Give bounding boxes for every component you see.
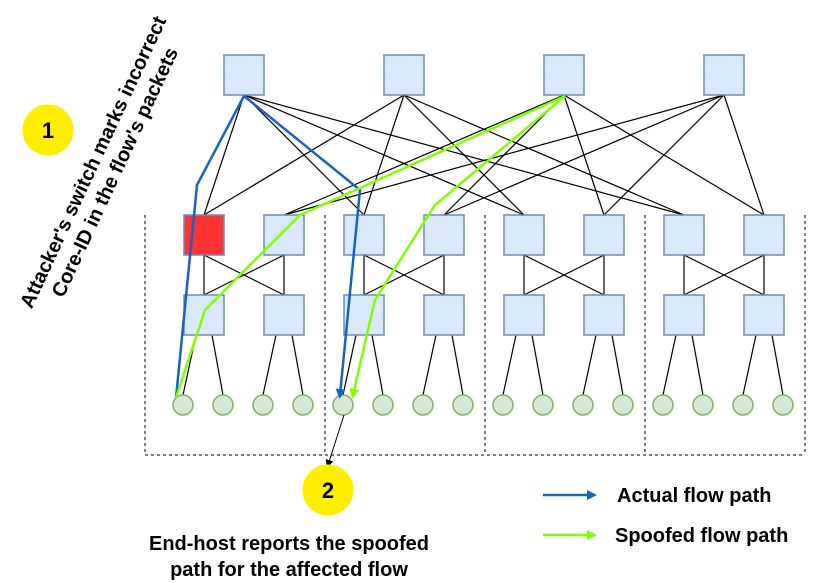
edge-switch bbox=[423, 294, 465, 336]
network-links bbox=[182, 94, 784, 396]
end-host bbox=[492, 394, 514, 416]
core-switch bbox=[543, 54, 585, 96]
agg-edge-link bbox=[683, 254, 765, 296]
spoofed-flow-path bbox=[174, 94, 566, 399]
edge-host-link bbox=[291, 334, 304, 396]
actual-path-segment-up bbox=[174, 95, 246, 399]
edge-host-link bbox=[262, 334, 277, 396]
end-host bbox=[572, 394, 594, 416]
end-host bbox=[332, 394, 354, 416]
end-host bbox=[412, 394, 434, 416]
step-2-badge: 2 bbox=[302, 464, 354, 516]
end-host bbox=[452, 394, 474, 416]
svg-text:2: 2 bbox=[322, 478, 334, 503]
spoofed-path-segment-down bbox=[349, 95, 566, 399]
end-host bbox=[532, 394, 554, 416]
edge-host-link bbox=[502, 334, 517, 396]
end-host bbox=[652, 394, 674, 416]
core-agg-link bbox=[363, 94, 405, 216]
legend-actual-label: Actual flow path bbox=[617, 485, 771, 507]
core-switch bbox=[223, 54, 265, 96]
aggregation-switch bbox=[583, 214, 625, 256]
edge-host-link bbox=[582, 334, 597, 396]
end-host bbox=[692, 394, 714, 416]
legend-spoofed-label: Spoofed flow path bbox=[615, 525, 788, 547]
agg-edge-link bbox=[523, 254, 605, 296]
core-agg-link bbox=[283, 94, 565, 216]
aggregation-switch bbox=[263, 214, 305, 256]
core-agg-link bbox=[443, 94, 725, 216]
pod-boundaries bbox=[144, 215, 806, 456]
core-agg-link bbox=[603, 94, 725, 216]
core-agg-link bbox=[283, 94, 725, 216]
edge-switch bbox=[583, 294, 625, 336]
edge-host-link bbox=[342, 334, 357, 396]
edge-host-link bbox=[662, 334, 677, 396]
edge-host-link bbox=[211, 334, 224, 396]
aggregation-switch bbox=[343, 214, 385, 256]
edge-switch bbox=[503, 294, 545, 336]
host-report-arrow bbox=[325, 414, 345, 468]
edge-host-link bbox=[742, 334, 757, 396]
step-1-badge: 1 bbox=[22, 104, 74, 156]
aggregation-switch bbox=[663, 214, 705, 256]
agg-edge-link bbox=[363, 254, 445, 296]
svg-text:1: 1 bbox=[42, 118, 54, 143]
end-host bbox=[772, 394, 794, 416]
agg-edge-link bbox=[203, 254, 285, 296]
end-host bbox=[252, 394, 274, 416]
edge-switch bbox=[343, 294, 385, 336]
core-agg-link bbox=[403, 94, 525, 216]
core-agg-link bbox=[203, 94, 245, 216]
aggregation-switch bbox=[423, 214, 465, 256]
core-switch bbox=[703, 54, 745, 96]
end-host bbox=[372, 394, 394, 416]
edge-host-link bbox=[422, 334, 437, 396]
edge-host-link bbox=[611, 334, 624, 396]
edge-switch bbox=[183, 294, 225, 336]
core-agg-link bbox=[723, 94, 765, 216]
edge-switch bbox=[663, 294, 705, 336]
edge-host-link bbox=[691, 334, 704, 396]
core-agg-link bbox=[203, 94, 405, 216]
core-switch bbox=[383, 54, 425, 96]
aggregation-switch bbox=[743, 214, 785, 256]
spoofed-path-segment-up bbox=[174, 94, 566, 399]
step-2-text: End-host reports the spoofed path for th… bbox=[149, 533, 429, 581]
legend: Actual flow path Spoofed flow path bbox=[543, 485, 788, 547]
edge-host-link bbox=[531, 334, 544, 396]
end-host bbox=[212, 394, 234, 416]
edge-host-link bbox=[771, 334, 784, 396]
step-1-text: Attacker's switch marks incorrect Core-I… bbox=[16, 13, 183, 312]
edge-host-link bbox=[451, 334, 464, 396]
core-agg-link bbox=[403, 94, 685, 216]
svg-text:End-host reports the spoofed: End-host reports the spoofed bbox=[149, 533, 429, 555]
edge-switch bbox=[743, 294, 785, 336]
network-nodes bbox=[172, 54, 794, 416]
actual-flow-path bbox=[174, 95, 362, 399]
edge-host-link bbox=[371, 334, 384, 396]
edge-switch bbox=[263, 294, 305, 336]
svg-text:Core-ID in the flow's packets: Core-ID in the flow's packets bbox=[48, 44, 183, 300]
svg-text:Attacker's switch marks incorr: Attacker's switch marks incorrect bbox=[16, 13, 171, 312]
actual-path-segment-down bbox=[243, 95, 362, 399]
end-host bbox=[732, 394, 754, 416]
svg-text:path for the affected flow: path for the affected flow bbox=[170, 559, 408, 581]
end-host bbox=[612, 394, 634, 416]
end-host bbox=[172, 394, 194, 416]
aggregation-switch bbox=[503, 214, 545, 256]
end-host bbox=[292, 394, 314, 416]
